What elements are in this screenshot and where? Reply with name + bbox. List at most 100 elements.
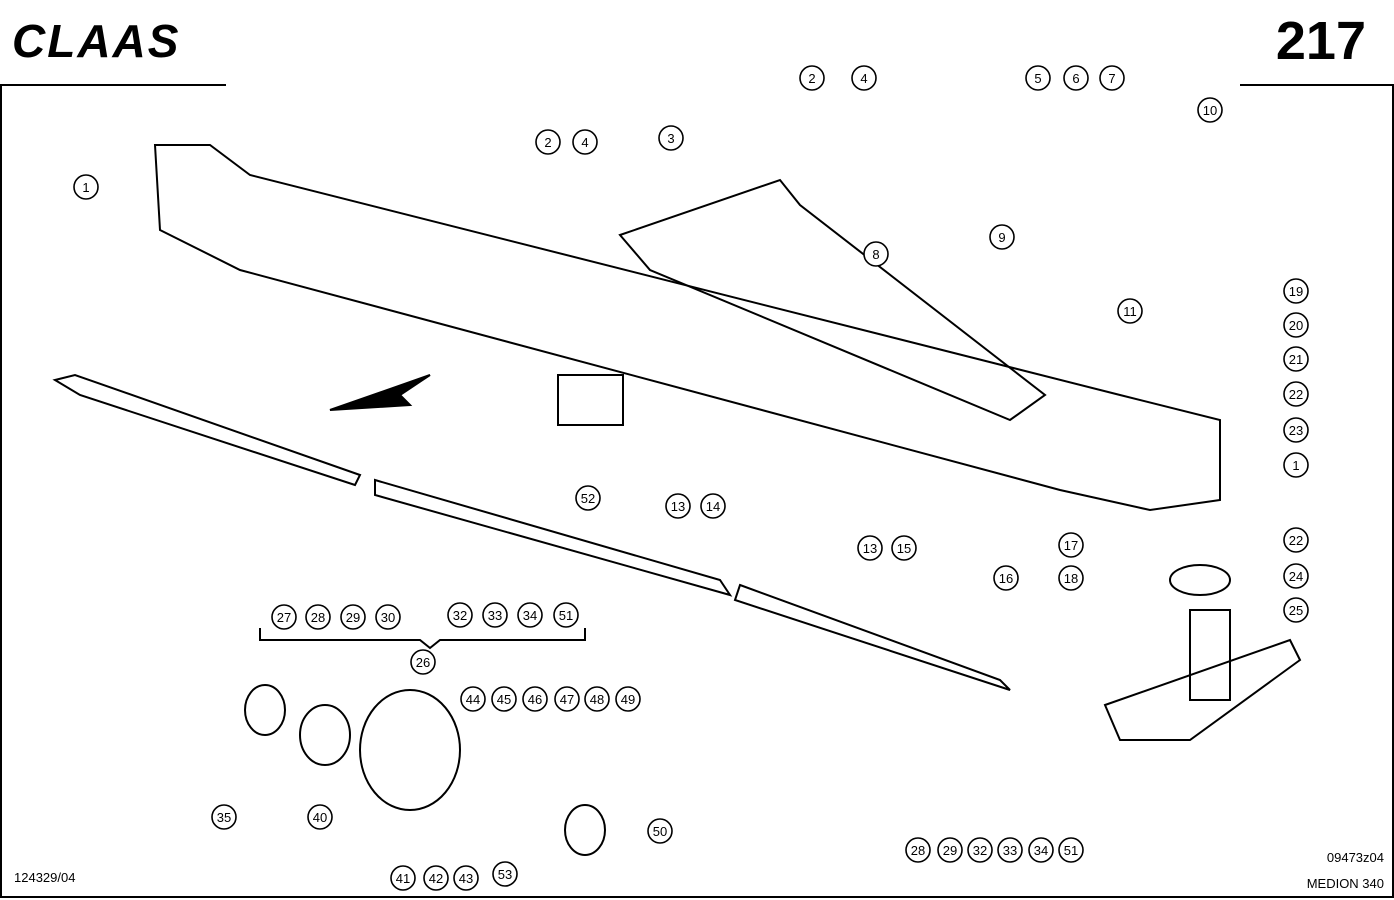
callout-bubble — [535, 129, 561, 155]
callout-label: 32 — [453, 608, 467, 623]
callout-label: 10 — [1203, 103, 1217, 118]
callout-bubble — [857, 535, 883, 561]
callout-bubble — [211, 804, 237, 830]
callout-bubble — [1117, 298, 1143, 324]
callout-bubble — [1283, 527, 1309, 553]
callout-bubble — [851, 65, 877, 91]
cap-50 — [564, 804, 606, 856]
callout-bubble — [492, 861, 518, 887]
bearing-24 — [1169, 564, 1231, 596]
callout-label: 28 — [911, 843, 925, 858]
callout-bubble — [522, 686, 548, 712]
callout-bubble — [1283, 452, 1309, 478]
callout-label: 2 — [544, 135, 551, 150]
callout-bubble — [665, 493, 691, 519]
callout-label: 19 — [1289, 284, 1303, 299]
callout-bubble — [997, 837, 1023, 863]
callout-label: 28 — [311, 610, 325, 625]
callout-bubble — [305, 604, 331, 630]
callout-bubble — [658, 125, 684, 151]
callout-label: 30 — [381, 610, 395, 625]
callout-bubble — [340, 604, 366, 630]
footer-model: MEDION 340 — [1306, 876, 1384, 891]
callout-label: 40 — [313, 810, 327, 825]
callout-label: 44 — [466, 692, 480, 707]
callout-label: 51 — [559, 608, 573, 623]
callout-label: 46 — [528, 692, 542, 707]
callout-bubble — [1058, 532, 1084, 558]
callout-bubble — [410, 649, 436, 675]
callout-label: 1 — [82, 180, 89, 195]
callout-bubble — [700, 493, 726, 519]
callout-bubble — [584, 686, 610, 712]
callout-label: 34 — [1034, 843, 1048, 858]
callout-bubble — [517, 602, 543, 628]
page-frame — [0, 84, 1394, 898]
callout-label: 20 — [1289, 318, 1303, 333]
callout-label: 5 — [1034, 71, 1041, 86]
callout-label: 25 — [1289, 603, 1303, 618]
callout-bubble — [1283, 278, 1309, 304]
callout-bubble — [647, 818, 673, 844]
callout-bubble — [460, 686, 486, 712]
callout-bubble — [1025, 65, 1051, 91]
callout-label: 45 — [497, 692, 511, 707]
callout-label: 13 — [671, 499, 685, 514]
callout-label: 35 — [217, 810, 231, 825]
tie-rod-left — [52, 373, 362, 487]
label-plate-52 — [557, 374, 624, 426]
callout-bubble — [1283, 563, 1309, 589]
callout-bubble — [1063, 65, 1089, 91]
callout-bubble — [482, 602, 508, 628]
page-number: 217 — [1275, 11, 1366, 71]
callout-bubble — [575, 485, 601, 511]
callout-label: 13 — [863, 541, 877, 556]
callout-label: 27 — [277, 610, 291, 625]
callout-label: 4 — [581, 135, 588, 150]
callout-bubble — [993, 565, 1019, 591]
callout-label: 22 — [1289, 533, 1303, 548]
callout-label: 8 — [872, 247, 879, 262]
callout-bubble — [1283, 312, 1309, 338]
axle-beam-outline — [618, 178, 1047, 422]
callout-bubble — [1028, 837, 1054, 863]
callout-bubble — [989, 224, 1015, 250]
footer-left-code: 124329/04 — [14, 870, 76, 885]
callout-bubble — [453, 865, 479, 891]
callout-bubble — [1283, 417, 1309, 443]
callout-label: 24 — [1289, 569, 1303, 584]
callout-label: 49 — [621, 692, 635, 707]
callout-label: 7 — [1108, 71, 1115, 86]
callout-label: 23 — [1289, 423, 1303, 438]
callout-label: 41 — [396, 871, 410, 886]
callout-label: 16 — [999, 571, 1013, 586]
callout-label: 51 — [1064, 843, 1078, 858]
direction-arrow-icon — [329, 374, 431, 411]
callout-label: 15 — [897, 541, 911, 556]
callout-bubble — [863, 241, 889, 267]
header-rule-left — [0, 84, 226, 86]
group-bracket-26 — [259, 628, 586, 650]
callout-bubble — [1283, 597, 1309, 623]
callout-label: 42 — [429, 871, 443, 886]
callout-label: 29 — [346, 610, 360, 625]
callout-bubble — [1058, 837, 1084, 863]
kingpin — [1189, 609, 1231, 701]
callout-label: 33 — [488, 608, 502, 623]
callout-label: 11 — [1123, 304, 1137, 319]
callout-bubble — [1283, 346, 1309, 372]
callout-label: 17 — [1064, 538, 1078, 553]
callout-label: 6 — [1072, 71, 1079, 86]
callout-bubble — [375, 604, 401, 630]
callout-label: 22 — [1289, 387, 1303, 402]
callout-bubble — [447, 602, 473, 628]
callout-bubble — [891, 535, 917, 561]
callout-bubble — [553, 602, 579, 628]
callout-bubble — [423, 865, 449, 891]
callout-bubble — [1197, 97, 1223, 123]
callout-label: 48 — [590, 692, 604, 707]
callout-bubble — [271, 604, 297, 630]
callout-bubble — [937, 837, 963, 863]
callout-bubble — [73, 174, 99, 200]
